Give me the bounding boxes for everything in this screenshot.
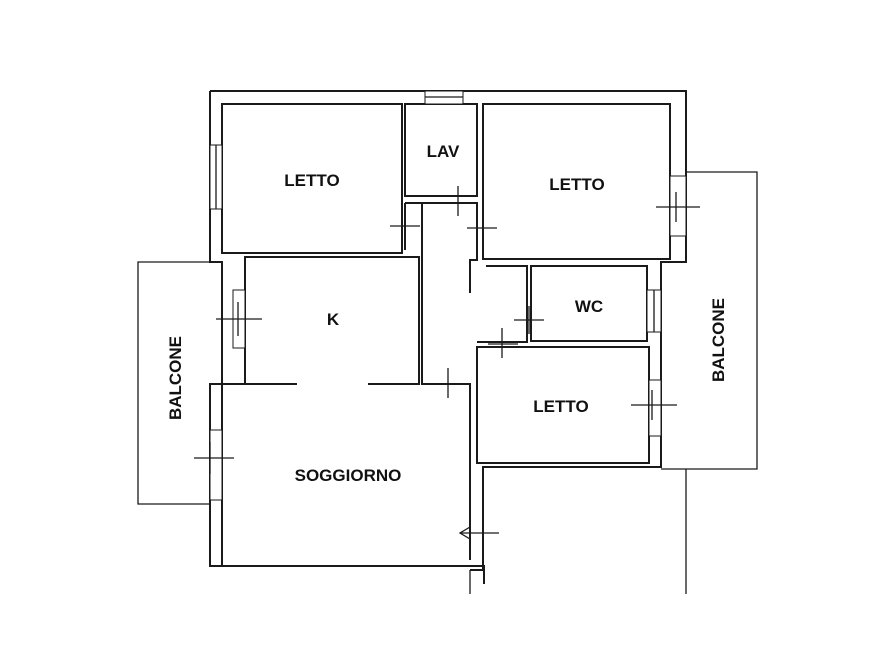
outer-wall xyxy=(209,90,687,584)
window-letto3 xyxy=(648,379,662,437)
window-letto2 xyxy=(669,175,687,237)
room-label-kitchen: K xyxy=(327,310,340,329)
room-label-letto-3: LETTO xyxy=(533,397,588,416)
balcone-right-label: BALCONE xyxy=(709,298,728,382)
door-markers xyxy=(194,186,700,474)
balcone-left-label: BALCONE xyxy=(166,336,185,420)
window-soggiorno xyxy=(209,429,223,501)
room-label-letto-1: LETTO xyxy=(284,171,339,190)
entry-arrow-icon xyxy=(458,526,499,540)
room-label-soggiorno: SOGGIORNO xyxy=(295,466,402,485)
balcone-right-outline xyxy=(661,171,758,470)
room-label-lav: LAV xyxy=(427,142,460,161)
balconies xyxy=(137,171,758,594)
room-label-letto-2: LETTO xyxy=(549,175,604,194)
room-label-wc: WC xyxy=(575,297,603,316)
windows xyxy=(209,90,687,501)
balcone-left-outline xyxy=(137,261,210,505)
